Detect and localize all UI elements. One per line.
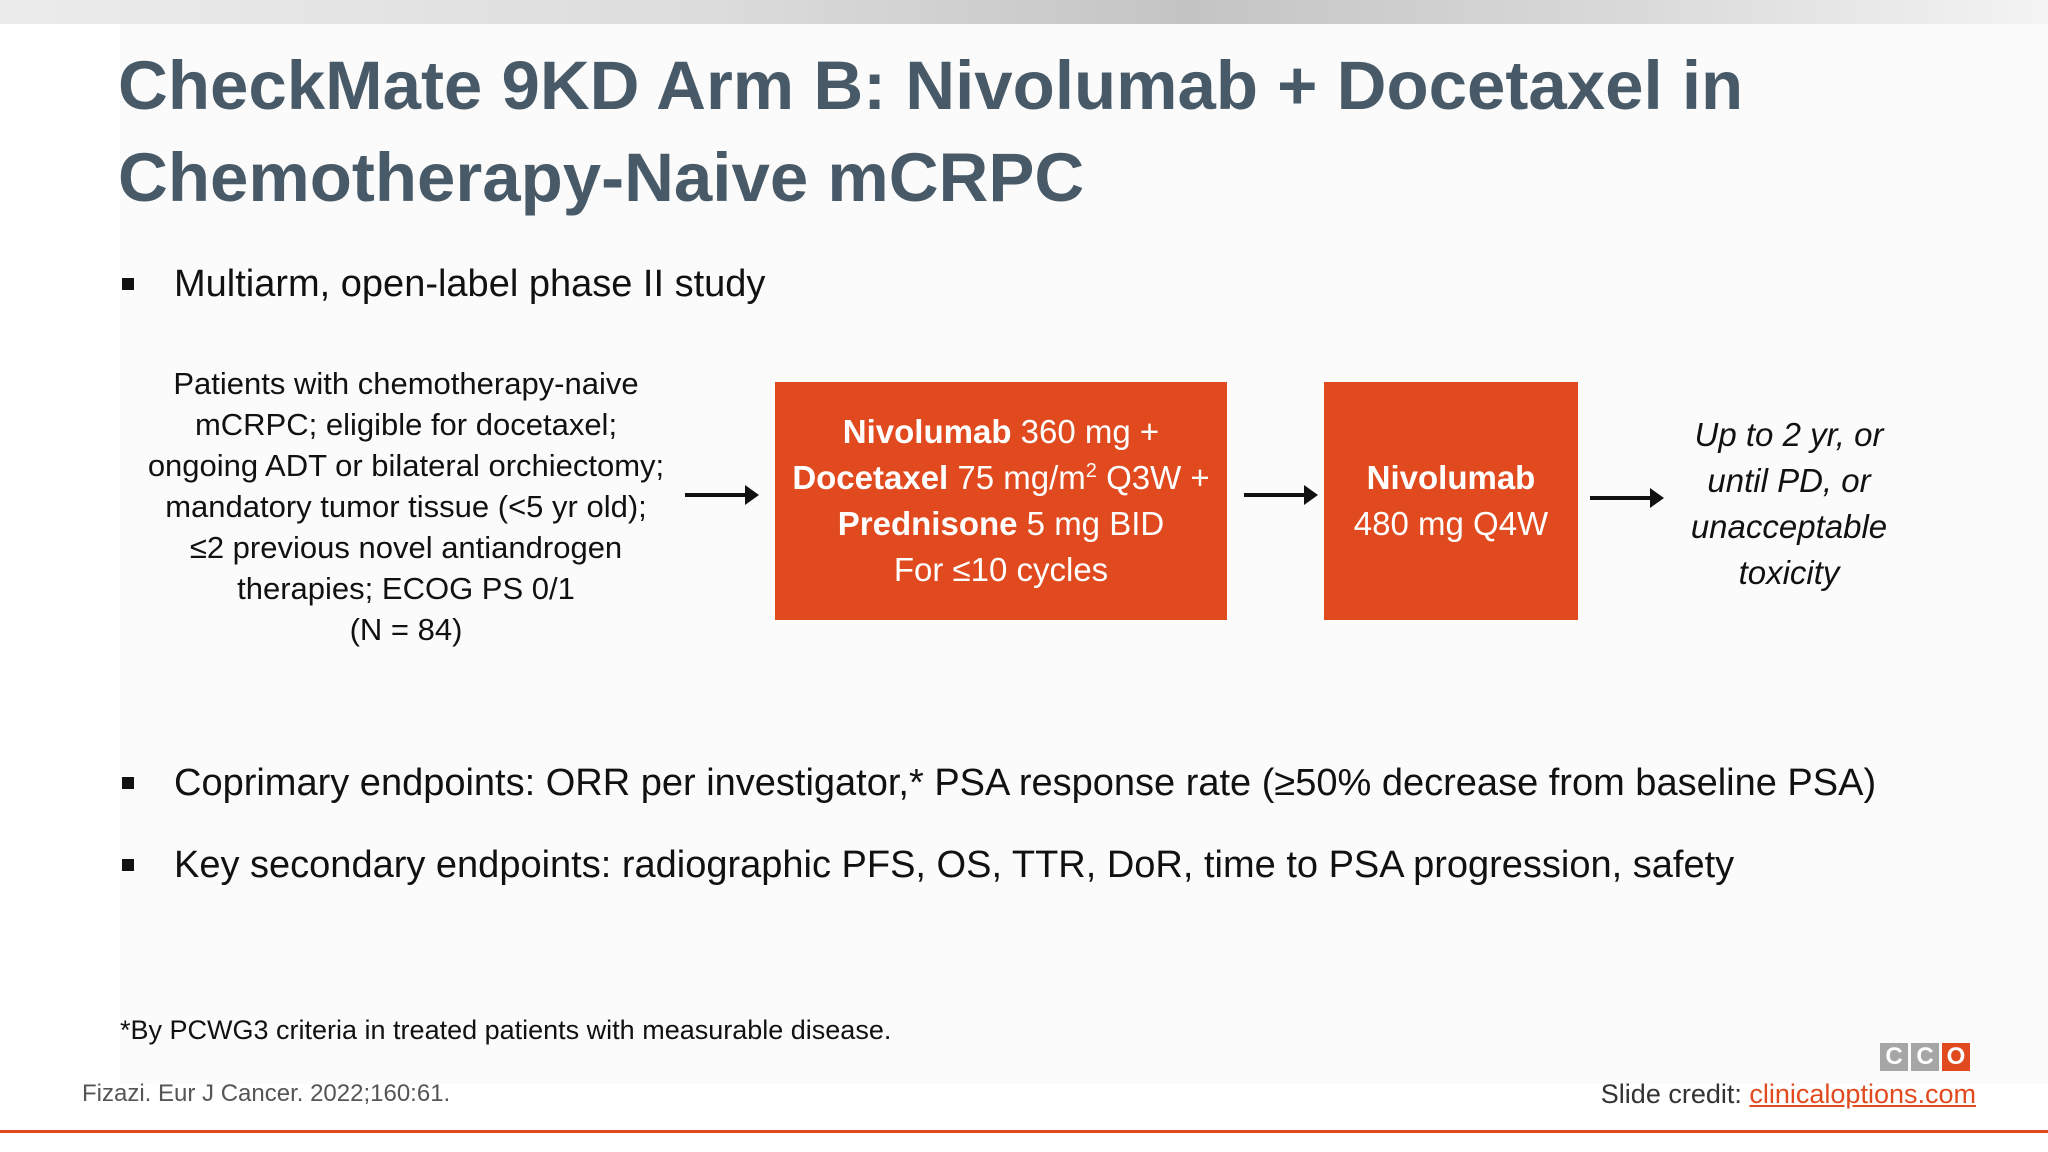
drug-dose: 480 mg Q4W [1353, 505, 1549, 542]
treatment-duration: Up to 2 yr, or until PD, or unacceptable… [1670, 412, 1908, 596]
arrow-right-icon [1590, 488, 1664, 508]
treatment-box-maintenance: Nivolumab 480 mg Q4W [1324, 382, 1578, 620]
outcome-line: Up to 2 yr, or [1694, 416, 1884, 453]
patients-criteria: Patients with chemotherapy-naive mCRPC; … [136, 363, 676, 650]
patients-line: ≤2 previous novel antiandrogen [189, 530, 623, 565]
arrow-right-icon [1244, 485, 1318, 505]
patients-line: mandatory tumor tissue (<5 yr old); [165, 489, 647, 524]
drug-dose: 5 mg BID [1017, 505, 1165, 542]
slide-credit: Slide credit: clinicaloptions.com [1601, 1077, 1976, 1111]
credit-link[interactable]: clinicaloptions.com [1749, 1079, 1976, 1109]
bullet-text: Key secondary endpoints: radiographic PF… [174, 844, 1735, 886]
footnote: *By PCWG3 criteria in treated patients w… [120, 1015, 892, 1045]
cco-logo: C C O [1880, 1043, 1970, 1071]
logo-letter: O [1942, 1043, 1970, 1071]
box1-line-3: Prednisone 5 mg BID [775, 501, 1227, 547]
logo-letter: C [1911, 1043, 1939, 1071]
arrow-right-icon [685, 485, 759, 505]
outcome-line: unacceptable [1690, 508, 1888, 545]
patients-line: Patients with chemotherapy-naive [173, 366, 639, 401]
citation: Fizazi. Eur J Cancer. 2022;160:61. [82, 1080, 451, 1107]
patients-line: therapies; ECOG PS 0/1 [237, 571, 575, 606]
logo-letter: C [1880, 1043, 1908, 1071]
drug-dose: 75 mg/m [948, 459, 1086, 496]
credit-label: Slide credit: [1600, 1079, 1742, 1109]
patients-line: mCRPC; eligible for docetaxel; [194, 407, 618, 442]
box1-cycles: For ≤10 cycles [893, 551, 1109, 588]
title-line-1: CheckMate 9KD Arm B: Nivolumab + Docetax… [118, 47, 1744, 124]
drug-schedule: Q3W + [1096, 459, 1210, 496]
outcome-line: toxicity [1738, 554, 1840, 591]
drug-name: Nivolumab [842, 413, 1012, 450]
drug-dose: 360 mg + [1011, 413, 1160, 450]
bullet-square-icon [122, 859, 134, 871]
bullet-square-icon [122, 777, 134, 789]
slide-title: CheckMate 9KD Arm B: Nivolumab + Docetax… [118, 40, 1918, 224]
bottom-accent-line [0, 1130, 2048, 1133]
patients-line: ongoing ADT or bilateral orchiectomy; [147, 448, 665, 483]
treatment-box-induction: Nivolumab 360 mg + Docetaxel 75 mg/m2 Q3… [775, 382, 1227, 620]
drug-name: Docetaxel [792, 459, 949, 496]
drug-name: Prednisone [837, 505, 1018, 542]
bullet-square-icon [122, 278, 134, 290]
top-gradient-bar [0, 0, 2048, 24]
title-line-2: Chemotherapy-Naive mCRPC [118, 139, 1085, 216]
bullet-text: Coprimary endpoints: ORR per investigato… [174, 762, 1877, 804]
superscript: 2 [1085, 460, 1097, 482]
patients-line: (N = 84) [349, 612, 463, 647]
bullet-text: Multiarm, open-label phase II study [174, 263, 766, 305]
box1-line-1: Nivolumab 360 mg + [775, 409, 1227, 455]
box1-line-2: Docetaxel 75 mg/m2 Q3W + [775, 455, 1227, 501]
drug-name: Nivolumab [1366, 459, 1536, 496]
outcome-line: until PD, or [1707, 462, 1871, 499]
